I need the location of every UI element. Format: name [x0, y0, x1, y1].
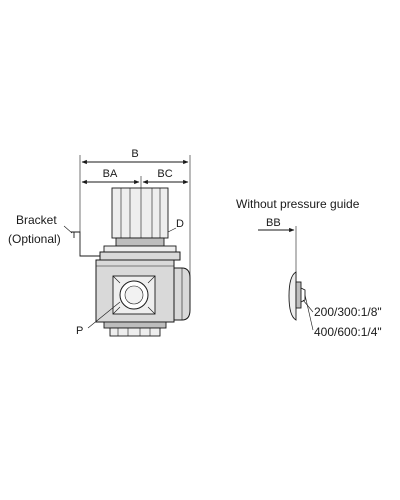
regulator-body: [95, 259, 175, 337]
bracket-label: Bracket: [16, 213, 57, 227]
dimension-d: D: [167, 218, 184, 233]
dim-bb-label: BB: [266, 217, 281, 229]
dim-p-label: P: [76, 325, 83, 337]
bracket-optional-label: (Optional): [8, 232, 61, 246]
side-view-title: Without pressure guide: [236, 197, 360, 211]
dim-b-label: B: [131, 148, 138, 160]
bracket: Bracket (Optional): [8, 213, 100, 257]
port-size-label-2: 400/600:1/4": [314, 325, 382, 339]
lock-nut: [99, 245, 181, 261]
dimension-ba-bc: BA BC: [81, 168, 189, 196]
dimension-b: B: [79, 148, 191, 285]
adjusting-knob: [111, 187, 169, 247]
dimension-p: P: [76, 301, 121, 337]
plug-shape: [288, 271, 297, 321]
pressure-gauge: [173, 267, 191, 321]
side-view: Without pressure guide BB 200/300:1/8" 4…: [236, 197, 382, 339]
dim-ba-label: BA: [103, 168, 118, 180]
port-size-label-1: 200/300:1/8": [314, 305, 382, 319]
dim-bc-label: BC: [157, 168, 172, 180]
dim-d-label: D: [176, 218, 184, 230]
